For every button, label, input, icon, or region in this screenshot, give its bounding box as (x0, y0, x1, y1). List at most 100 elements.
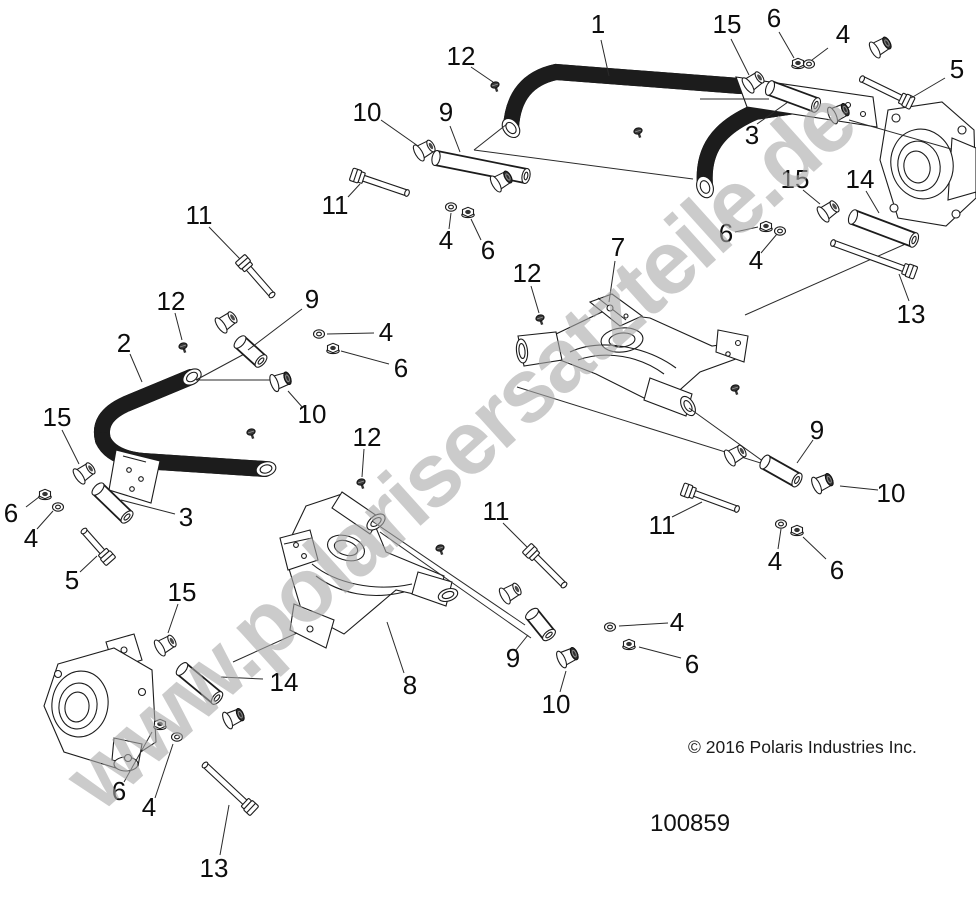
knurled-bushing (868, 36, 892, 59)
screw-slot (248, 430, 254, 434)
callout-label-6: 6 (830, 555, 844, 585)
callout-leader (608, 260, 616, 303)
bolt-shaft (356, 173, 408, 196)
flange-nut (326, 342, 340, 355)
washer-hole (777, 228, 783, 234)
spacer-tube (434, 151, 528, 183)
callout-label-11: 11 (186, 200, 213, 230)
callout-leader (380, 119, 419, 147)
screw-slot (635, 129, 641, 133)
tube-end (525, 607, 539, 621)
tube-bore-inner (257, 357, 265, 365)
callout-label-4: 4 (670, 607, 684, 637)
callout-label-12: 12 (157, 286, 186, 316)
callout-leader (778, 31, 795, 59)
callout-leader (671, 501, 703, 518)
bushing-bore (230, 314, 235, 321)
grease-fitting-screw (633, 127, 643, 139)
nut-bore (795, 60, 801, 66)
flange-bushing (816, 200, 840, 223)
callout-leader (129, 353, 143, 383)
bolt-tip (734, 505, 740, 513)
tube-bore-inner (911, 235, 917, 245)
washer (444, 202, 458, 212)
bushing-flange (222, 711, 234, 730)
knurled-bushing (827, 103, 850, 125)
callout-label-5: 5 (950, 54, 964, 84)
flange-bushing (741, 71, 765, 94)
callout-leader (79, 555, 98, 573)
spacer-tube (235, 337, 266, 366)
grease-fitting-screw (535, 314, 545, 326)
flange-nut (622, 638, 636, 651)
callout-label-1: 1 (591, 9, 605, 39)
callout-label-9: 9 (439, 97, 453, 127)
bushing-bore (757, 74, 762, 81)
callout-label-12: 12 (513, 258, 542, 288)
screw-slot (492, 83, 498, 87)
hardware-layer (38, 36, 920, 816)
knurled-bushing (222, 708, 245, 730)
flange-nut (153, 718, 167, 731)
callout-leader (756, 101, 789, 125)
callout-label-15: 15 (713, 9, 742, 39)
nut-bore (330, 345, 336, 351)
tube-end (431, 149, 441, 167)
bushing-flange (489, 175, 502, 193)
part-number: 100859 (650, 810, 731, 837)
bushing-bore (88, 465, 93, 472)
callout-leader (802, 536, 827, 560)
callout-leader (618, 622, 669, 627)
callout-label-4: 4 (379, 317, 393, 347)
callout-leader (347, 183, 361, 198)
bushing-flange (723, 449, 736, 467)
bolt-head (98, 547, 116, 566)
nut-bore (763, 223, 769, 229)
flange-bushing (72, 462, 96, 485)
screw-slot (732, 386, 738, 390)
callout-leader (120, 499, 176, 515)
knurled-bushing (269, 371, 292, 393)
callout-leader (340, 350, 390, 365)
callout-label-6: 6 (767, 3, 781, 33)
washer-hole (778, 521, 784, 527)
tube-end (764, 80, 776, 96)
bushing-flange (816, 206, 830, 223)
washer (170, 732, 184, 742)
tube-bore-inner (813, 100, 819, 110)
flange-bushing (723, 444, 747, 467)
tube-bore (521, 167, 531, 185)
tube-bore-inner (123, 513, 131, 521)
callout-leader (247, 308, 303, 351)
knurled-bushing (489, 170, 513, 193)
flange-nut (38, 488, 52, 501)
assembly-line (473, 123, 508, 151)
callout-label-14: 14 (846, 164, 875, 194)
nut-bore (42, 491, 48, 497)
callout-label-6: 6 (4, 498, 18, 528)
washer (773, 226, 787, 236)
bolt-shaft (860, 76, 909, 104)
tube-end (233, 335, 247, 349)
callout-leader (448, 212, 452, 230)
callout-leader (898, 273, 910, 302)
lower-control-arm-left (279, 491, 459, 649)
callout-label-9: 9 (506, 643, 520, 673)
spacer-tube (527, 610, 554, 639)
screw-slot (537, 316, 543, 320)
bushing-knurl (884, 39, 890, 47)
bolt-hex-edge (352, 169, 359, 182)
grease-fitting-screw (435, 544, 445, 556)
spacer-tube (178, 664, 221, 703)
callout-label-15: 15 (168, 577, 197, 607)
upper-control-arm-left (102, 368, 277, 504)
bolt-tip (404, 189, 410, 197)
bushing-bore (739, 447, 745, 455)
assembly-line (379, 531, 532, 639)
flange-nut (759, 220, 773, 233)
callout-label-10: 10 (542, 689, 571, 719)
callout-label-12: 12 (447, 41, 476, 71)
callout-leader (559, 670, 567, 693)
bolt-tip (80, 527, 88, 535)
washer (312, 329, 326, 339)
